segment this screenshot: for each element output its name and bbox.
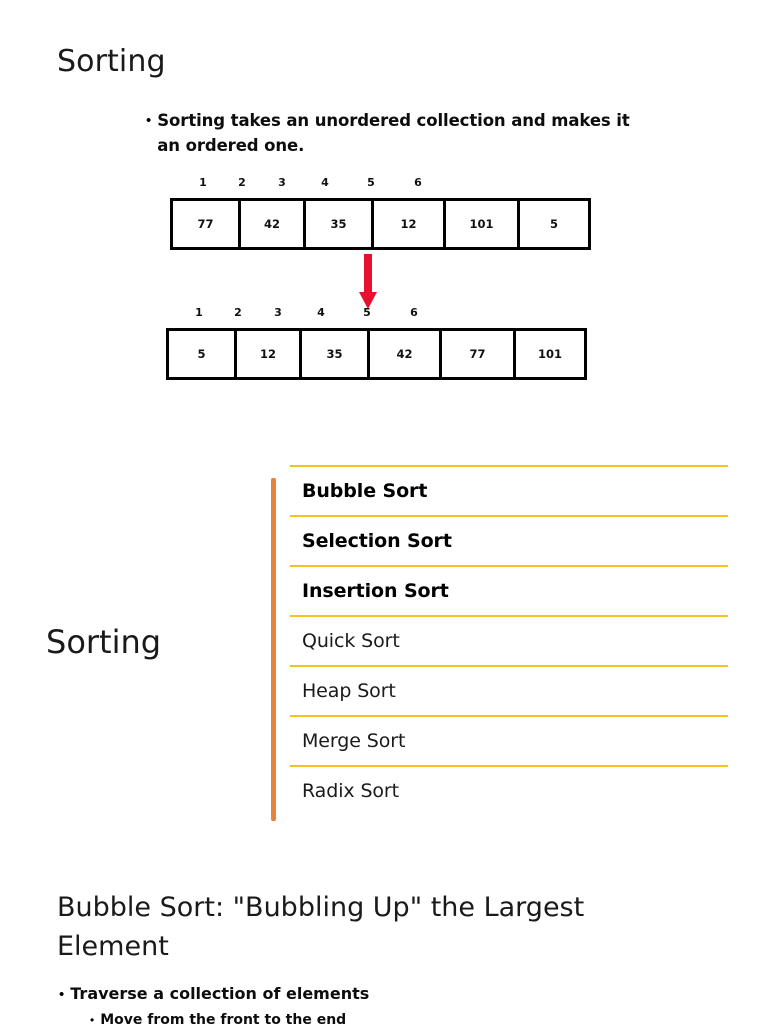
sort-list-item-label: Radix Sort	[302, 780, 399, 802]
sorted-index-2: 2	[234, 306, 242, 319]
slide-sorting-intro: Sorting • Sorting takes an unordered col…	[0, 0, 768, 440]
bullet-item: • Sorting takes an unordered collection …	[146, 108, 646, 158]
sorted-cell: 12	[237, 331, 302, 377]
sort-list-item-label: Insertion Sort	[302, 580, 449, 602]
sorted-cell: 5	[169, 331, 237, 377]
slide-bubble-sort: Bubble Sort: "Bubbling Up" the Largest E…	[0, 870, 768, 1024]
down-arrow-icon	[355, 254, 381, 310]
unsorted-index-1: 1	[199, 176, 207, 189]
sorted-cell: 35	[302, 331, 370, 377]
unsorted-index-6: 6	[414, 176, 422, 189]
unsorted-cell: 12	[374, 201, 446, 247]
sort-list-item-heap-sort[interactable]: Heap Sort	[290, 665, 728, 715]
sort-list-item-quick-sort[interactable]: Quick Sort	[290, 615, 728, 665]
bullet-marker-icon: •	[146, 112, 152, 129]
sort-list-item-radix-sort[interactable]: Radix Sort	[290, 765, 728, 815]
unsorted-index-5: 5	[367, 176, 375, 189]
sort-list-item-label: Heap Sort	[302, 680, 396, 702]
sort-list-item-insertion-sort[interactable]: Insertion Sort	[290, 565, 728, 615]
sorted-cell: 42	[370, 331, 442, 377]
page-title: Sorting	[46, 623, 162, 661]
bullet-marker-icon: •	[90, 1013, 95, 1024]
accent-bar	[271, 478, 276, 821]
unsorted-index-3: 3	[278, 176, 286, 189]
page-title: Bubble Sort: "Bubbling Up" the Largest E…	[57, 892, 585, 962]
sub-bullet-item: • Move from the front to the end	[90, 1010, 690, 1024]
sorted-cell: 101	[516, 331, 584, 377]
unsorted-array-index-row: 1 2 3 4 5 6	[170, 176, 591, 198]
sorted-index-3: 3	[274, 306, 282, 319]
sorted-cell: 77	[442, 331, 516, 377]
sorted-index-5: 5	[363, 306, 371, 319]
sort-list-item-label: Merge Sort	[302, 730, 406, 752]
unsorted-cell: 101	[446, 201, 520, 247]
unsorted-index-2: 2	[238, 176, 246, 189]
sorted-index-4: 4	[317, 306, 325, 319]
sort-list-item-label: Selection Sort	[302, 530, 452, 552]
sub-bullet-text: Move from the front to the end	[100, 1012, 347, 1024]
unsorted-cell: 42	[241, 201, 306, 247]
sort-list-item-bubble-sort[interactable]: Bubble Sort	[290, 465, 728, 515]
bullet-marker-icon: •	[59, 986, 65, 1003]
bullet-item: • Traverse a collection of elements	[59, 982, 659, 1007]
page-title: Sorting	[57, 44, 166, 79]
unsorted-cell: 5	[520, 201, 588, 247]
bullet-text: Sorting takes an unordered collection an…	[157, 111, 630, 155]
sort-list-item-label: Bubble Sort	[302, 480, 428, 502]
sorted-index-1: 1	[195, 306, 203, 319]
unsorted-index-4: 4	[321, 176, 329, 189]
sorted-index-6: 6	[410, 306, 418, 319]
unsorted-cell: 35	[306, 201, 374, 247]
sort-list-item-selection-sort[interactable]: Selection Sort	[290, 515, 728, 565]
unsorted-cell: 77	[173, 201, 241, 247]
sorted-array-index-row: 1 2 3 4 5 6	[166, 306, 587, 328]
sort-list-item-label: Quick Sort	[302, 630, 400, 652]
sort-list-item-merge-sort[interactable]: Merge Sort	[290, 715, 728, 765]
bullet-text: Traverse a collection of elements	[70, 984, 370, 1003]
